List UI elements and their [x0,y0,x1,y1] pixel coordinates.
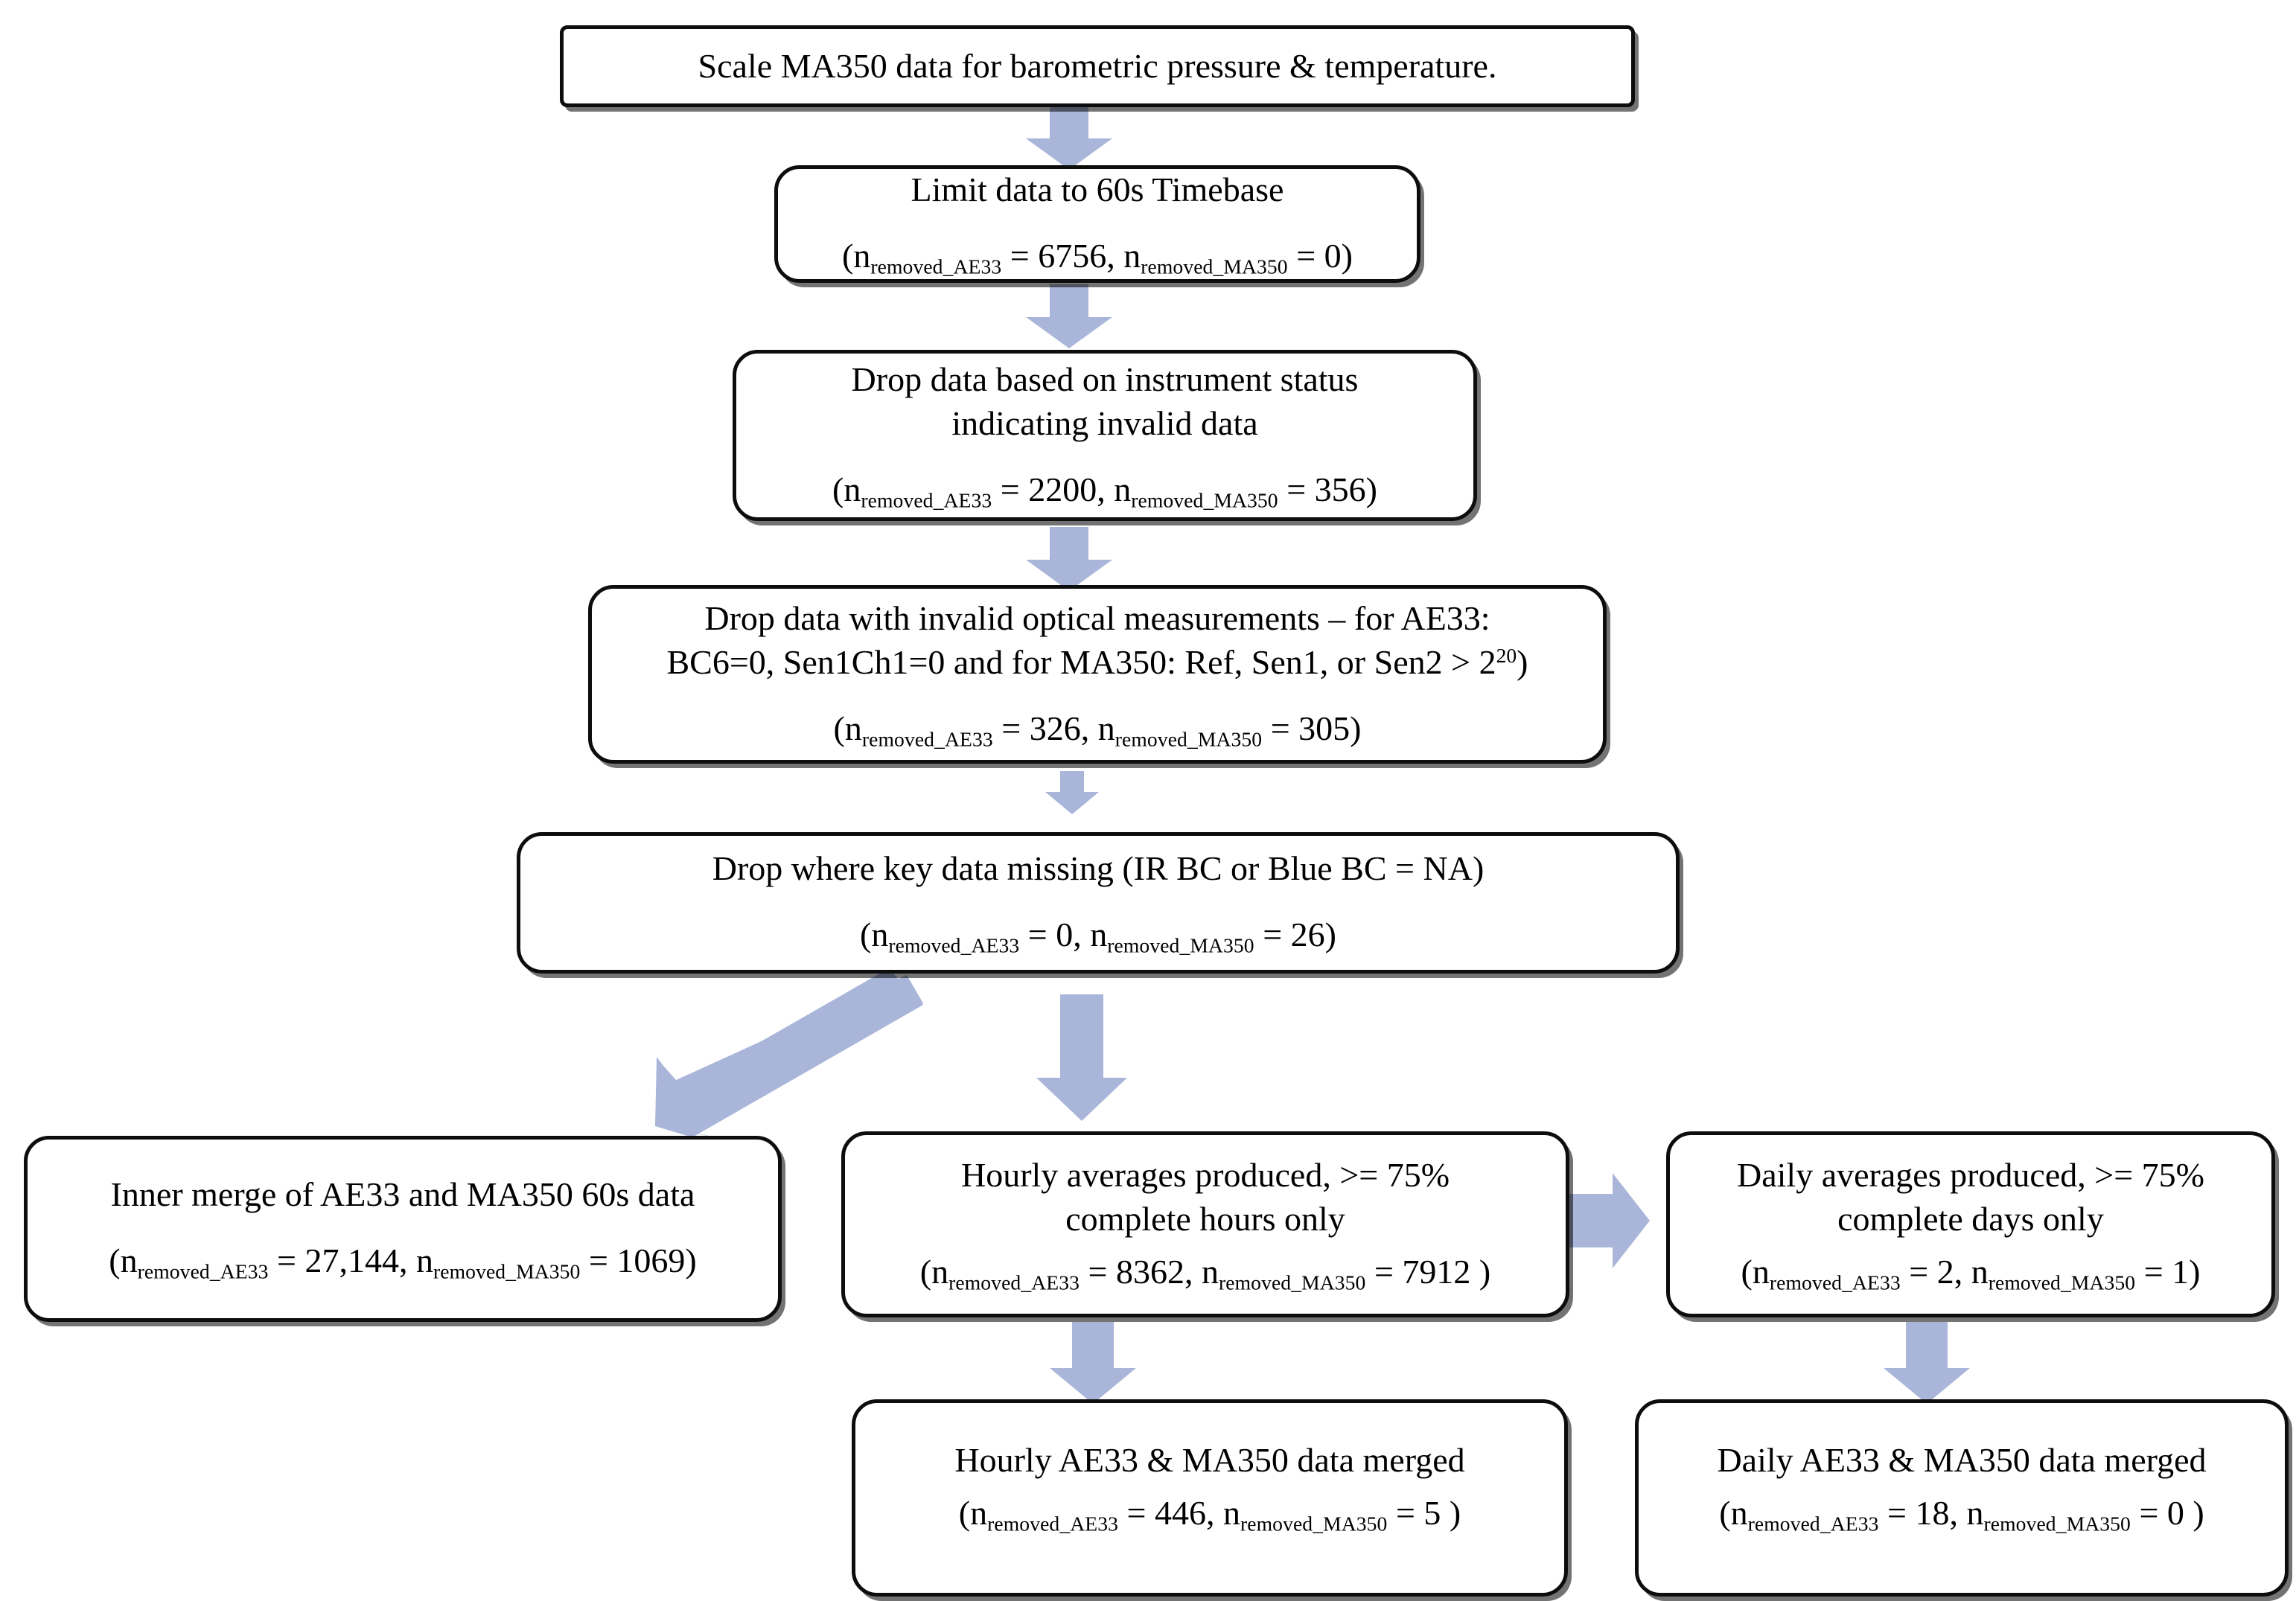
node-status-line1: Drop data based on instrument status [851,359,1359,398]
node-hourly-avg-line1: Hourly averages produced, >= 75% [960,1155,1450,1194]
node-inner-merge-60s[interactable]: Inner merge of AE33 and MA350 60s data (… [24,1136,782,1322]
node-daily-merged-stats: (nremoved_AE33 = 18, nremoved_MA350 = 0 … [1719,1493,2204,1536]
node-drop-instrument-status[interactable]: Drop data based on instrument status ind… [733,350,1477,521]
node-limit-60s-timebase[interactable]: Limit data to 60s Timebase (nremoved_AE3… [774,165,1420,283]
arrow-daily-to-daily-merged [1884,1322,1970,1404]
node-limit-line1: Limit data to 60s Timebase [911,170,1284,209]
node-status-stats: (nremoved_AE33 = 2200, nremoved_MA350 = … [832,470,1377,511]
node-daily-merged[interactable]: Daily AE33 & MA350 data merged (nremoved… [1635,1399,2289,1597]
arrow-limit-to-status [1026,284,1112,348]
node-hourly-averages[interactable]: Hourly averages produced, >= 75% complet… [841,1131,1569,1317]
arrow-missing-to-hourly [1036,994,1127,1121]
node-inner-merge-line1: Inner merge of AE33 and MA350 60s data [110,1175,695,1214]
node-daily-merged-line1: Daily AE33 & MA350 data merged [1717,1441,2207,1479]
node-optical-stats: (nremoved_AE33 = 326, nremoved_MA350 = 3… [833,709,1362,750]
arrow-hourly-to-daily [1560,1173,1650,1268]
node-daily-avg-line1: Daily averages produced, >= 75% [1737,1155,2204,1194]
arrow-hourly-to-hourly-merged [1050,1322,1136,1404]
node-scale-line1: Scale MA350 data for barometric pressure… [698,46,1497,85]
node-scale-ma350[interactable]: Scale MA350 data for barometric pressure… [560,25,1635,107]
node-optical-line1: Drop data with invalid optical measureme… [704,598,1490,637]
arrow-optical-to-missing [1045,771,1099,814]
node-hourly-avg-line2: complete hours only [1065,1199,1345,1238]
node-hourly-merged-stats: (nremoved_AE33 = 446, nremoved_MA350 = 5… [958,1493,1461,1536]
arrow-scale-to-limit [1026,106,1112,170]
node-inner-merge-stats: (nremoved_AE33 = 27,144, nremoved_MA350 … [109,1242,697,1283]
node-daily-avg-stats: (nremoved_AE33 = 2, nremoved_MA350 = 1) [1741,1252,2201,1294]
node-hourly-merged-line1: Hourly AE33 & MA350 data merged [954,1441,1465,1479]
node-daily-averages[interactable]: Daily averages produced, >= 75% complete… [1666,1131,2275,1317]
arrow-status-to-optical [1026,527,1112,591]
node-daily-avg-line2: complete days only [1837,1199,2104,1238]
node-limit-stats: (nremoved_AE33 = 6756, nremoved_MA350 = … [842,237,1353,278]
node-optical-line2: BC6=0, Sen1Ch1=0 and for MA350: Ref, Sen… [666,642,1528,681]
node-drop-key-data-missing[interactable]: Drop where key data missing (IR BC or Bl… [517,832,1680,974]
node-status-line2: indicating invalid data [951,403,1258,442]
node-missing-stats: (nremoved_AE33 = 0, nremoved_MA350 = 26) [860,915,1336,957]
node-drop-invalid-optical[interactable]: Drop data with invalid optical measureme… [588,585,1607,764]
arrow-missing-to-inner-merge [610,968,923,1139]
node-hourly-avg-stats: (nremoved_AE33 = 8362, nremoved_MA350 = … [919,1252,1491,1294]
node-missing-line1: Drop where key data missing (IR BC or Bl… [712,849,1485,888]
node-hourly-merged[interactable]: Hourly AE33 & MA350 data merged (nremove… [852,1399,1568,1597]
